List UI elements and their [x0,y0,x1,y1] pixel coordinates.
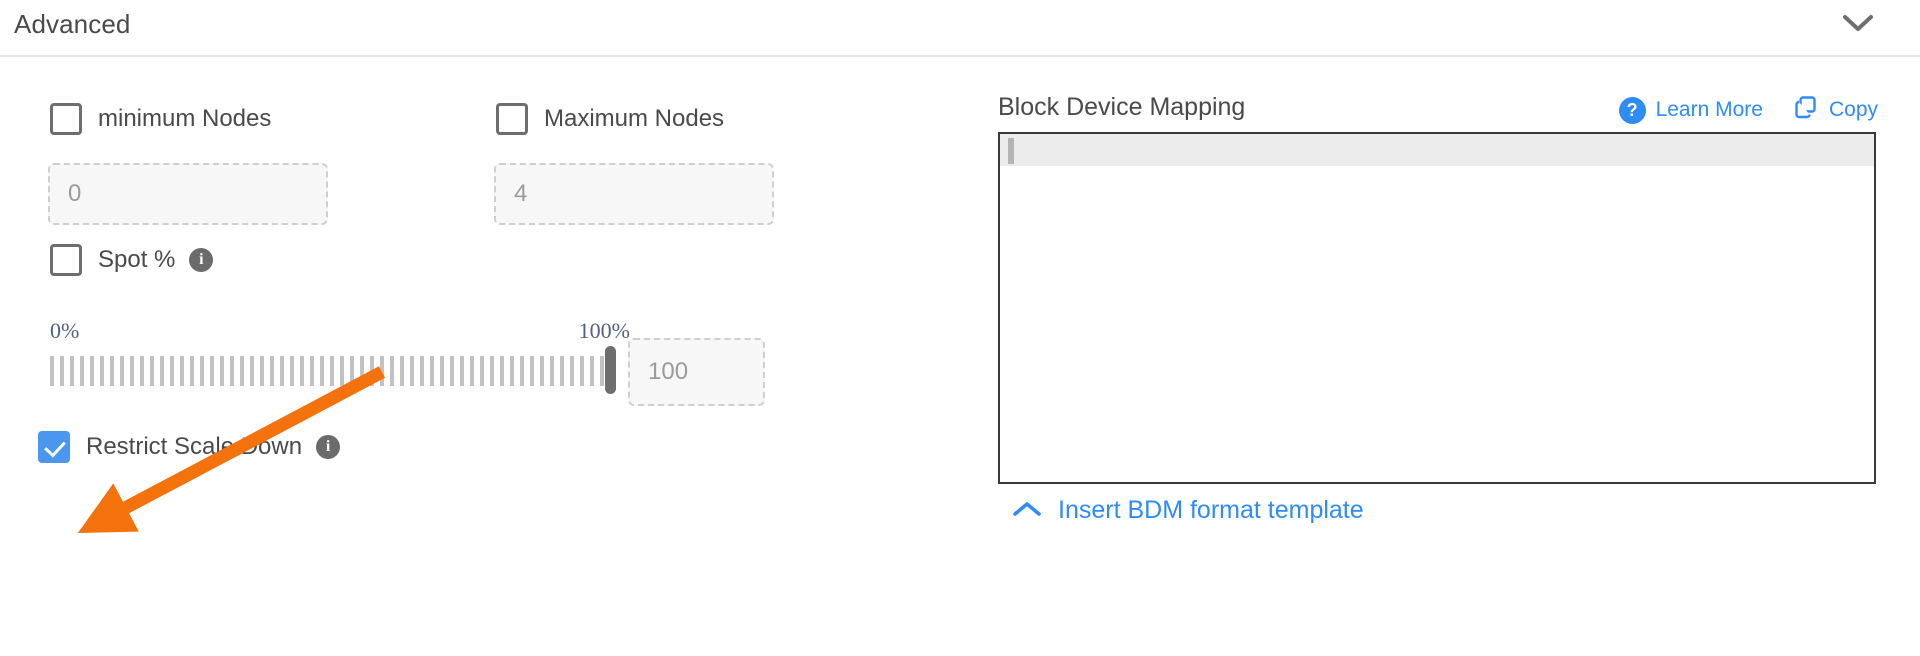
bdm-code-editor[interactable] [998,132,1876,484]
minimum-nodes-checkbox[interactable] [50,103,82,135]
spot-percent-label: Spot % [98,246,176,273]
learn-more-label: Learn More [1655,98,1763,121]
info-icon[interactable]: i [316,435,341,459]
collapse-section-button[interactable] [1838,8,1878,42]
restrict-scale-down-checkbox[interactable] [38,431,70,463]
editor-active-line [1000,134,1874,166]
slider-min-label: 0% [50,318,80,343]
right-column: Block Device Mapping ? Learn More Copy [960,56,1920,656]
restrict-scale-down-row: Restrict Scale Down i [38,430,341,464]
header-divider [0,55,1920,57]
block-device-mapping-title: Block Device Mapping [998,93,1246,121]
page-title: Advanced [14,9,131,39]
minimum-nodes-input[interactable] [48,163,328,225]
insert-bdm-template-label: Insert BDM format template [1058,496,1364,524]
info-icon[interactable]: i [189,248,214,272]
slider-track[interactable] [50,356,616,386]
chevron-up-icon [1012,496,1042,525]
maximum-nodes-row: Maximum Nodes [496,102,724,136]
block-device-mapping-actions: ? Learn More Copy [1618,94,1878,126]
learn-more-link[interactable]: ? Learn More [1618,96,1763,124]
bdm-code-textarea[interactable] [1000,166,1874,482]
slider-max-label: 100% [578,318,630,343]
restrict-scale-down-label: Restrict Scale Down [86,433,303,460]
spot-percent-value-input[interactable] [628,338,765,406]
spot-percent-checkbox[interactable] [50,244,82,276]
section-header: Advanced [0,0,1920,57]
question-circle-icon: ? [1618,96,1646,124]
minimum-nodes-label: minimum Nodes [98,105,272,132]
minimum-nodes-row: minimum Nodes [50,102,271,136]
chevron-down-icon [1841,12,1875,39]
copy-label: Copy [1828,98,1878,121]
copy-icon [1793,94,1819,126]
editor-caret [1008,138,1014,164]
maximum-nodes-input[interactable] [494,163,774,225]
maximum-nodes-label: Maximum Nodes [544,105,725,132]
slider-thumb[interactable] [605,346,616,394]
insert-bdm-template-link[interactable]: Insert BDM format template [1012,496,1364,525]
maximum-nodes-checkbox[interactable] [496,103,528,135]
spot-percent-row: Spot % i [50,243,214,277]
left-column: minimum Nodes Maximum Nodes Spot % i 0% … [0,56,960,656]
copy-button[interactable]: Copy [1793,94,1878,126]
spot-percent-slider[interactable]: 0% 100% [50,318,630,398]
